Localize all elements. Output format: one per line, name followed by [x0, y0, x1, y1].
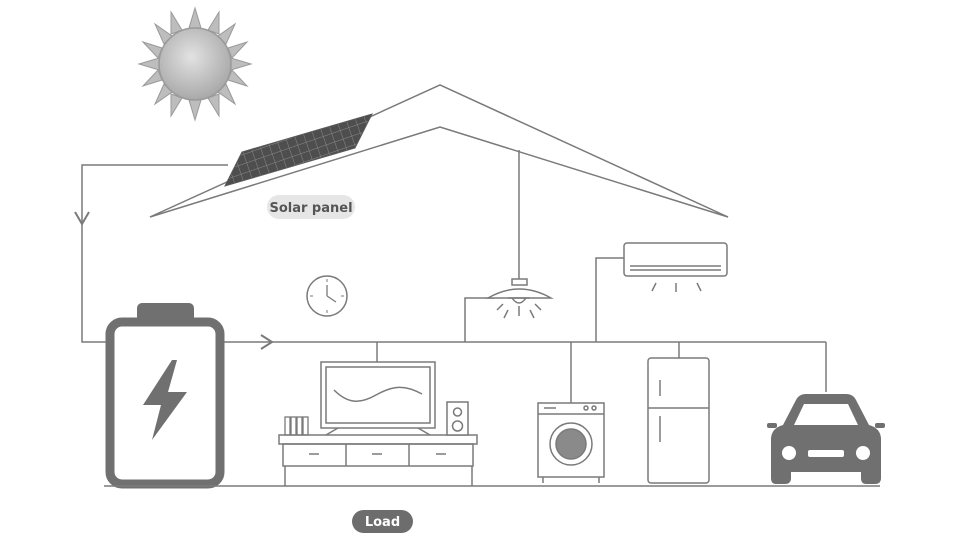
house-roof — [149, 84, 729, 218]
ceiling-lamp-icon — [485, 278, 554, 319]
tv-icon — [320, 361, 436, 436]
solar-panel-icon — [224, 113, 373, 187]
arrow-right-icon — [260, 334, 274, 350]
washing-machine-icon — [537, 402, 605, 483]
sun-icon — [137, 6, 253, 122]
speaker-icon — [446, 401, 469, 436]
books-icon — [284, 416, 309, 436]
battery-icon — [105, 303, 225, 489]
tv-cabinet — [278, 434, 478, 486]
wiring — [81, 150, 827, 403]
svg-text:Solar panel: Solar panel — [269, 201, 352, 216]
arrow-down-icon — [74, 211, 90, 226]
car-icon — [767, 394, 885, 484]
svg-text:Load: Load — [365, 515, 400, 530]
load-label: Load — [352, 510, 413, 533]
clock-icon — [306, 275, 348, 317]
solar-panel-label: Solar panel — [267, 195, 355, 219]
lightning-icon — [143, 360, 187, 440]
air-conditioner-icon — [623, 242, 728, 292]
refrigerator-icon — [647, 357, 710, 484]
